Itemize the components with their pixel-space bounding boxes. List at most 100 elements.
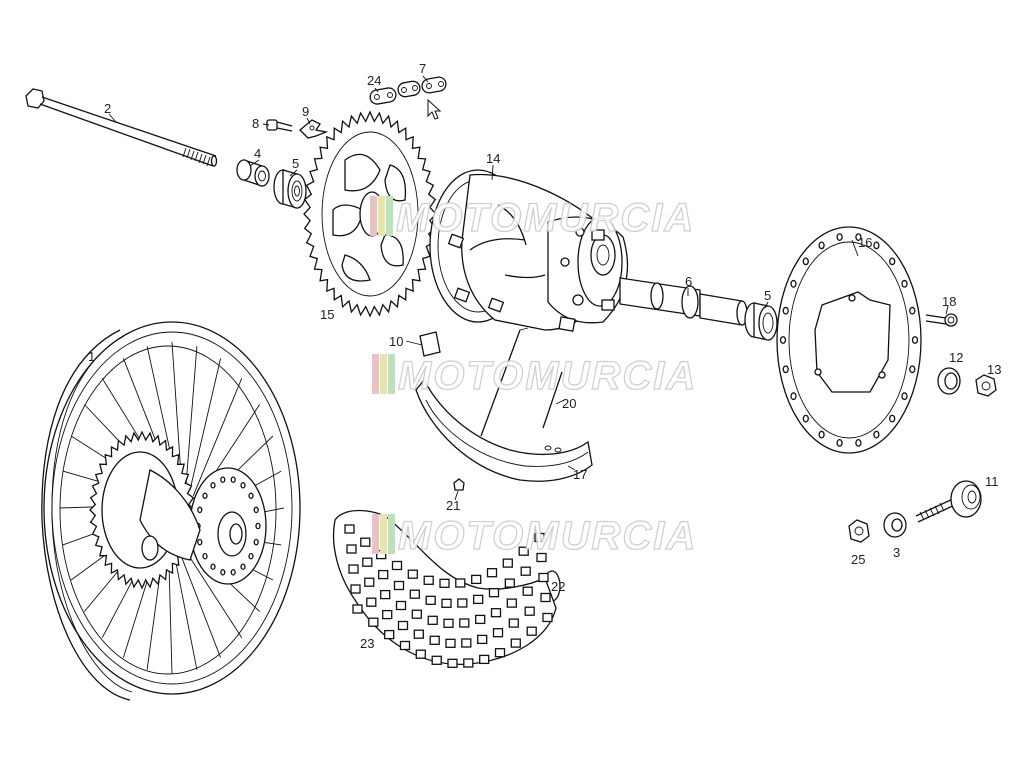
tyre-knob xyxy=(492,628,504,638)
tyre-knob xyxy=(425,595,436,605)
part-label-20: 20 xyxy=(562,396,576,411)
wheel-spoke xyxy=(185,346,198,486)
tyre-knob xyxy=(524,606,535,616)
disc-hole xyxy=(220,476,226,483)
axle-part[interactable] xyxy=(25,88,218,167)
chain-link-part[interactable] xyxy=(369,87,397,105)
part-label-6: 6 xyxy=(685,274,692,289)
part-label-10: 10 xyxy=(389,334,403,349)
tyre-knob xyxy=(427,615,438,625)
small-bolt-part[interactable] xyxy=(266,119,293,132)
rear-wheel-assembly[interactable] xyxy=(41,321,301,701)
wheel-hub-part[interactable] xyxy=(429,169,629,332)
tyre-knob xyxy=(494,648,506,658)
watermark-text: MOTOMURCIA xyxy=(398,514,697,558)
tyre-knob xyxy=(520,566,531,576)
watermark-text: MOTOMURCIA xyxy=(398,354,697,398)
washer-part[interactable] xyxy=(937,367,961,395)
disc-hole xyxy=(873,241,880,250)
wheel-spoke xyxy=(192,378,243,497)
tyre-knob xyxy=(473,594,484,605)
lock-plate-part[interactable] xyxy=(299,119,329,139)
tyre-knob xyxy=(534,532,545,543)
hub-shaft-part[interactable] xyxy=(619,277,748,326)
disc-hole xyxy=(818,430,825,439)
tyre-knob xyxy=(411,609,422,619)
tyre-knob xyxy=(538,572,549,583)
disc-hole xyxy=(197,538,203,546)
disc-hole xyxy=(779,336,787,344)
tyre-knob xyxy=(391,560,403,571)
tyre-knob xyxy=(536,552,547,563)
tyre-knob xyxy=(380,589,391,600)
disc-hole xyxy=(255,522,261,530)
adjuster-washer-part[interactable] xyxy=(883,512,907,538)
bearing-part[interactable] xyxy=(273,169,307,209)
rim-strip-part[interactable] xyxy=(415,378,593,482)
disc-hole xyxy=(240,482,246,489)
tyre-knob xyxy=(429,635,440,645)
disc-hole xyxy=(836,233,843,242)
spoke-part[interactable] xyxy=(480,327,563,437)
part-label-16: 16 xyxy=(858,235,872,250)
disc-hole xyxy=(240,563,246,570)
disc-hole xyxy=(202,552,208,560)
tyre-knob xyxy=(439,578,450,588)
tyre-knob xyxy=(344,524,355,534)
watermark-text: MOTOMURCIA xyxy=(396,196,695,240)
part-label-3: 3 xyxy=(893,545,900,560)
tyre-knob xyxy=(504,578,515,588)
tyre-knob xyxy=(409,589,420,599)
tyre-knob xyxy=(518,546,529,556)
disc-hole xyxy=(836,438,843,447)
disc-hole xyxy=(790,279,797,288)
disc-hole xyxy=(802,257,809,266)
tyre-knob xyxy=(399,640,411,651)
part-label-17: 17 xyxy=(573,467,587,482)
mouse-pointer-icon xyxy=(427,98,442,120)
tyre-knob xyxy=(413,629,424,639)
disc-bolt-part[interactable] xyxy=(925,313,958,327)
tyre-knob xyxy=(431,655,442,665)
tyre-knob xyxy=(366,597,377,607)
tyre-knob xyxy=(542,612,553,623)
part-label-1: 1 xyxy=(88,349,95,364)
leader-lines xyxy=(108,75,949,501)
tyre-knob xyxy=(506,598,517,608)
disc-hole xyxy=(210,563,216,570)
disc-hole xyxy=(220,569,226,576)
part-label-5-right: 5 xyxy=(764,288,771,303)
chain-adjuster-part[interactable] xyxy=(915,480,982,523)
tyre-knob xyxy=(407,569,418,579)
wheel-spoke xyxy=(177,548,222,658)
tyre-knob xyxy=(479,654,490,665)
chain-master-link-part[interactable] xyxy=(397,76,447,98)
tyre-knob xyxy=(364,577,375,587)
brake-disc-part[interactable] xyxy=(776,226,922,454)
disc-hole xyxy=(873,430,880,439)
spacer-part[interactable] xyxy=(236,159,270,187)
right-bearing-part[interactable] xyxy=(744,302,778,341)
tyre-knob xyxy=(502,558,513,568)
disc-hole xyxy=(210,482,216,489)
adjuster-nut-part[interactable] xyxy=(848,519,870,543)
rim-lock-part[interactable] xyxy=(419,331,441,357)
disc-hole xyxy=(782,306,789,315)
part-label-4: 4 xyxy=(254,146,261,161)
disc-hole xyxy=(855,438,862,447)
valve-cap-part[interactable] xyxy=(453,478,465,491)
wheel-spoke xyxy=(189,358,222,491)
tyre-knob xyxy=(526,626,537,636)
part-labels: 1 2 3 4 5 5 6 7 8 9 10 11 12 13 14 15 16… xyxy=(88,61,1001,651)
wheel-spoke xyxy=(182,546,243,639)
tyre-knob xyxy=(463,658,474,668)
tyre-knob xyxy=(540,592,551,603)
part-label-12: 12 xyxy=(949,350,963,365)
tyre-knob xyxy=(457,598,468,608)
part-label-18: 18 xyxy=(942,294,956,309)
tyre-knob xyxy=(477,634,488,645)
nut-part[interactable] xyxy=(975,374,997,397)
tyre-knob xyxy=(459,618,470,628)
part-label-15: 15 xyxy=(320,307,334,322)
